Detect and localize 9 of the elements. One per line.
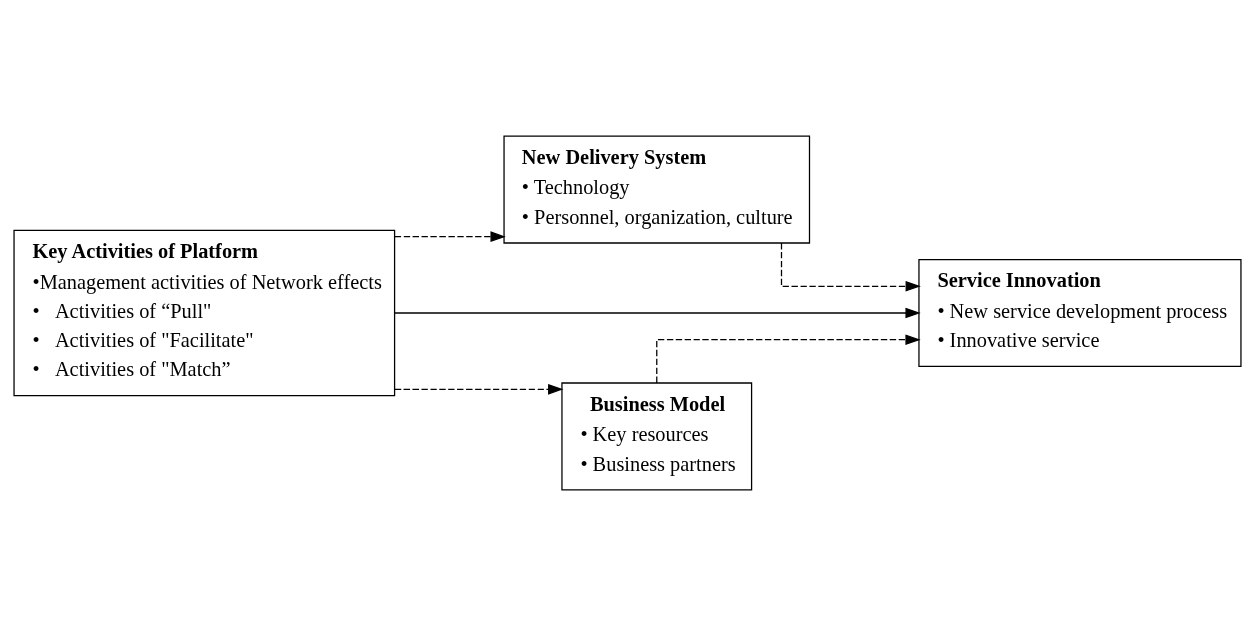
node-box: Service Innovation • New service development process • Innovative service	[918, 258, 1242, 368]
node-box: New Delivery System • Technology • Personnel, organization, culture	[503, 135, 811, 244]
arrow	[780, 242, 921, 292]
node-box: Business Model • Key resources • Business partners	[561, 382, 753, 491]
arrow	[394, 384, 564, 395]
node-box: Key Activities of Platform •Management activities of Network effects • Activities of “Pull" • Activities of "Facilitate" • Activities of "Match”	[13, 229, 396, 397]
arrow	[394, 307, 921, 319]
arrow	[656, 334, 921, 384]
arrow	[394, 231, 506, 242]
